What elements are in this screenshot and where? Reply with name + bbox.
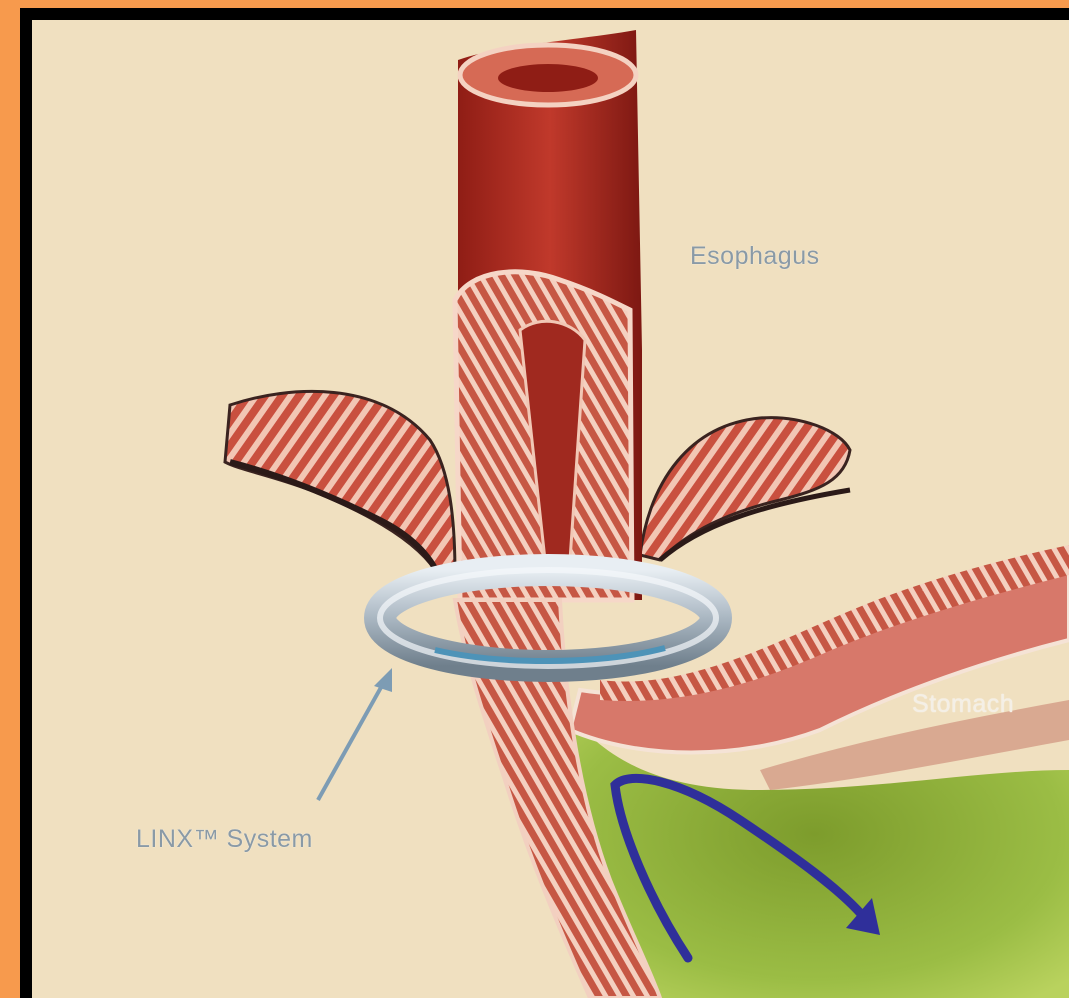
stomach-label: Stomach xyxy=(912,690,1014,719)
illustration-panel: Esophagus Stomach LINX™ System xyxy=(32,20,1069,998)
linx-system-label: LINX™ System xyxy=(136,825,313,854)
linx-pointer-arrow xyxy=(318,682,384,800)
diaphragm-right xyxy=(640,418,850,560)
esophagus-label: Esophagus xyxy=(690,242,820,271)
